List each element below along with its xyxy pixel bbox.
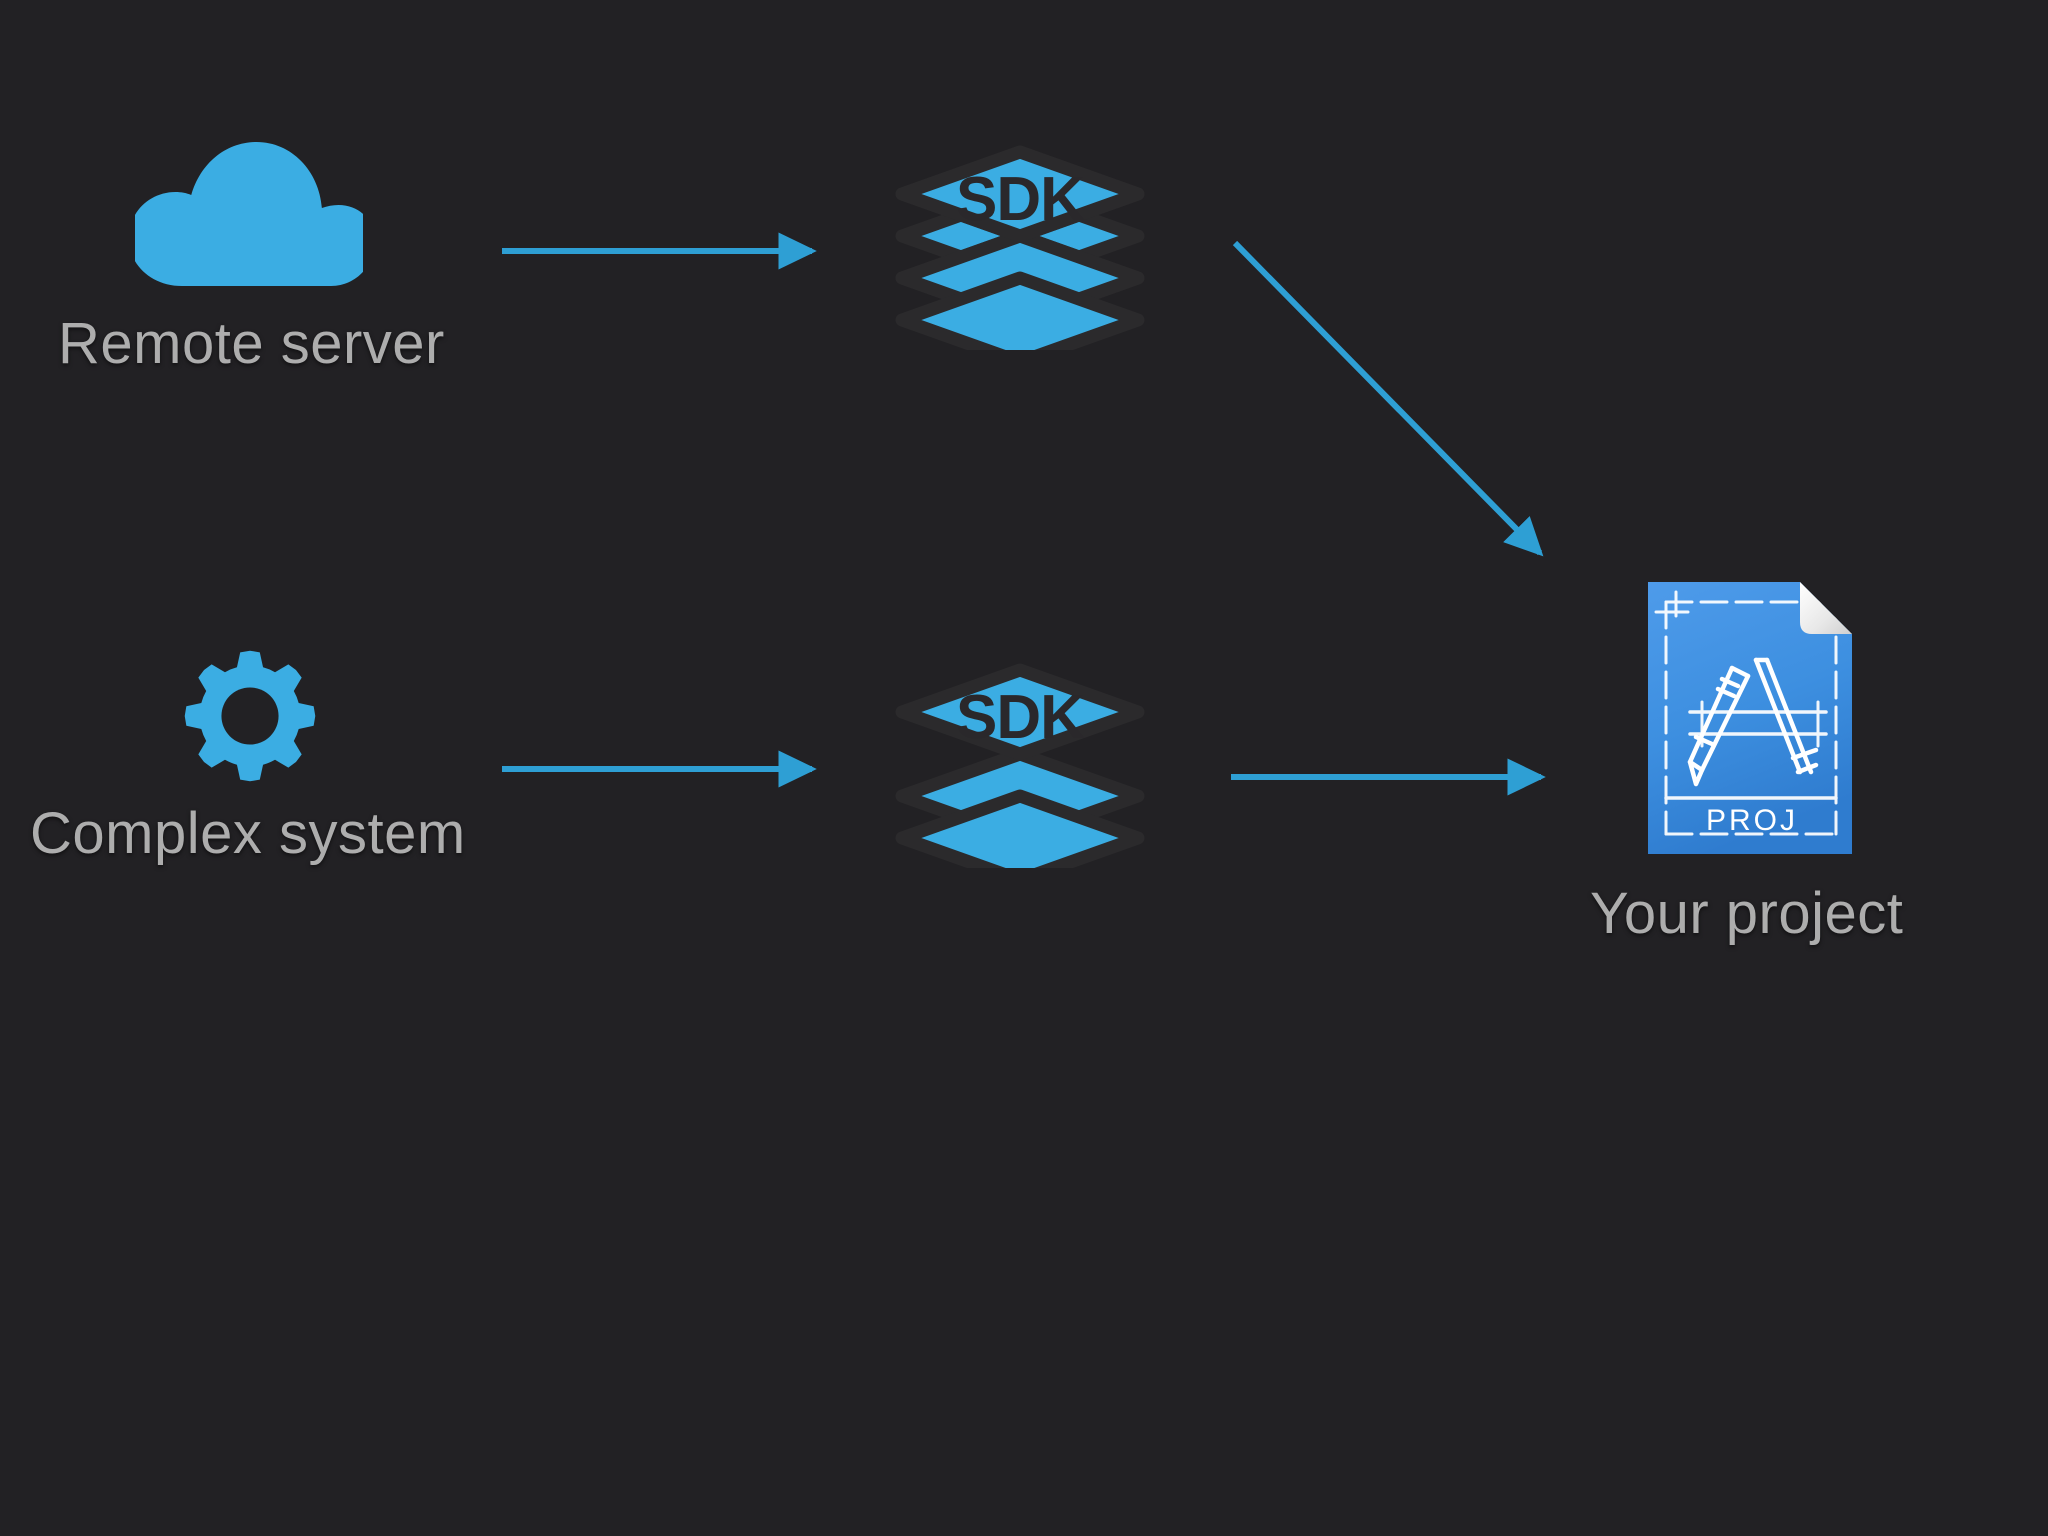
sdk-layer-top [895,663,1145,761]
node-your-project[interactable]: PROJ [1640,572,1864,864]
sdk-layers-icon [895,663,1145,887]
project-ruler-shaft [1753,657,1803,775]
project-pencil-ferrule-1 [1719,676,1741,689]
label-complex-system: Complex system [30,801,466,866]
sdk-layer-bottom-front [895,271,1145,369]
project-page-body [1648,582,1852,854]
gear-center-hole [221,687,279,745]
label-your-project: Your project [1590,881,1904,946]
project-pencil-end [1729,665,1751,679]
sdk-label-top: SDK [956,165,1085,234]
project-ruler-foot-2 [1795,762,1819,775]
node-complex-system[interactable] [182,648,318,784]
sdk-layer-top-front [895,145,1145,243]
node-remote-server[interactable] [128,140,376,288]
gear-icon [184,650,316,782]
label-remote-server: Remote server [58,311,445,376]
sdk-layers-icon [895,145,1145,369]
project-ruler-foot-1 [1790,747,1819,761]
project-pencil-ferrule-2 [1715,686,1737,699]
project-pencil-edge-2 [1687,665,1735,765]
arrow-sdk-top-to-project [1232,240,1544,557]
sdk-layer-bottom [895,789,1145,887]
sdk-label-bottom: SDK [956,683,1085,752]
project-pencil-tip [1687,759,1705,787]
project-file-icon: PROJ [1648,582,1852,854]
project-badge-text: PROJ [1706,804,1798,837]
project-pencil-edge-1 [1699,673,1751,773]
project-pencil-taper [1693,734,1715,747]
node-sdk-bottom[interactable]: SDK [890,646,1150,887]
cloud-icon [128,142,376,286]
project-page-fold [1800,582,1852,634]
node-sdk-top[interactable]: SDK [890,128,1150,369]
